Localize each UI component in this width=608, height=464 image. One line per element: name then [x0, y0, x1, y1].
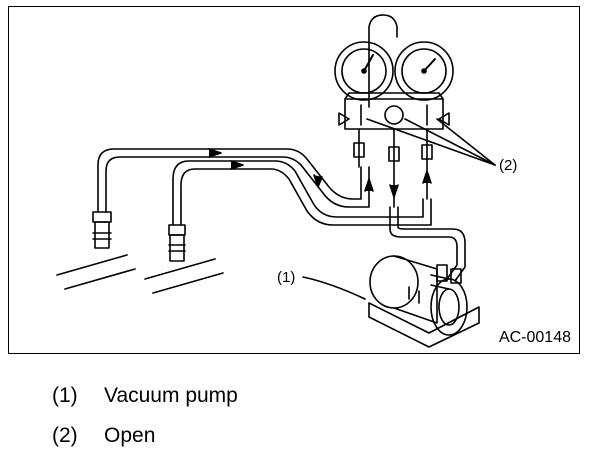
manifold-body	[338, 92, 450, 130]
low-pressure-gauge	[334, 41, 394, 101]
vacuum-pump-diagram	[56, 14, 496, 348]
high-side-service-valve	[144, 224, 224, 294]
callout-2-leader-c	[436, 118, 496, 166]
callout-2-label: (2)	[499, 157, 518, 174]
low-side-service-valve	[56, 211, 136, 290]
figure-id-label: AC-00148	[498, 329, 571, 346]
callout-1-leader	[302, 276, 366, 300]
legend-number: (1)	[52, 384, 78, 407]
legend-text: Open	[104, 424, 156, 447]
vacuum-pump-illustration	[368, 255, 480, 348]
callout-2-leader-b	[404, 118, 496, 166]
diagram-frame: (1) (2) AC-00148	[8, 6, 580, 354]
high-pressure-gauge	[394, 41, 454, 101]
low-side-hose	[97, 148, 370, 213]
high-side-hose	[172, 160, 432, 226]
callout-1-label: (1)	[277, 269, 296, 286]
legend-item-1: (1) Vacuum pump	[52, 384, 238, 408]
legend-text: Vacuum pump	[104, 384, 238, 407]
gauge-hook	[368, 14, 398, 108]
legend-item-2: (2) Open	[52, 424, 155, 448]
charge-hose	[389, 206, 466, 282]
legend-number: (2)	[52, 424, 78, 447]
callout-2-leader-a	[366, 118, 496, 166]
